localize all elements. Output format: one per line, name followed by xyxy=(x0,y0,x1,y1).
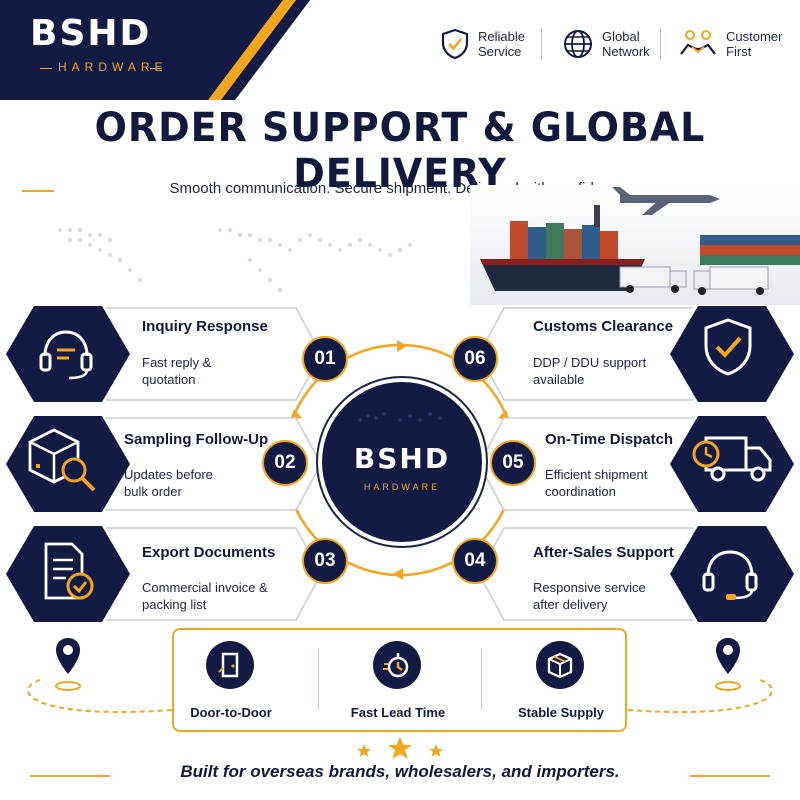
brand-logo: BSHD xyxy=(30,13,152,54)
document-check-icon xyxy=(44,542,94,600)
card-inquiry-response xyxy=(6,306,322,402)
subtitle-rule-left xyxy=(22,190,54,192)
box-search-icon xyxy=(28,428,96,492)
center-brand-name: BSHD xyxy=(353,442,451,475)
step-number: 05 xyxy=(490,440,536,486)
shipping-scene-image xyxy=(470,185,800,305)
badge-divider xyxy=(541,28,542,60)
step-number: 06 xyxy=(452,336,498,382)
badge-divider xyxy=(660,28,661,60)
card-title: Inquiry Response xyxy=(142,318,268,335)
step-number: 03 xyxy=(302,538,348,584)
card-description: Efficient shipment coordination xyxy=(545,467,648,499)
door-icon xyxy=(206,641,254,689)
headset-icon xyxy=(702,550,758,600)
badge-label: Global Network xyxy=(602,29,650,59)
box-icon xyxy=(536,641,584,689)
shield-check-icon xyxy=(704,318,752,376)
card-title: Export Documents xyxy=(142,544,276,561)
logo-rule-right xyxy=(150,68,162,69)
airplane-icon xyxy=(612,187,720,215)
footer-tagline: Built for overseas brands, wholesalers, … xyxy=(180,762,620,781)
stopwatch-icon xyxy=(373,641,421,689)
card-title: After-Sales Support xyxy=(533,544,674,561)
footer-rule-right xyxy=(690,775,770,777)
badge-label: Customer First xyxy=(726,29,783,59)
card-description: Commercial invoice & packing list xyxy=(142,580,268,612)
card-description: Fast reply & quotation xyxy=(142,355,212,387)
card-title: On-Time Dispatch xyxy=(545,431,674,448)
card-customs-clearance xyxy=(478,306,794,402)
badge-global-network: Global Network xyxy=(562,22,650,66)
center-brand-tagline: HARDWARE xyxy=(363,482,441,492)
header-logo-banner xyxy=(0,0,310,100)
headset-chat-icon xyxy=(39,330,93,380)
location-pin-icon xyxy=(56,638,80,674)
rating-stars xyxy=(357,737,443,759)
badge-label: Reliable Service xyxy=(478,29,525,59)
page-title: ORDER SUPPORT & GLOBAL DELIVERY xyxy=(94,105,706,197)
feature-label: Door-to-Door xyxy=(190,705,272,720)
features-divider xyxy=(318,648,319,710)
location-pin-icon xyxy=(716,638,740,674)
footer-rule-left xyxy=(30,775,110,777)
globe-icon xyxy=(564,30,592,58)
feature-label: Fast Lead Time xyxy=(350,705,446,720)
delivery-truck-icon xyxy=(692,436,772,482)
feature-label: Stable Supply xyxy=(518,705,604,720)
world-map-background xyxy=(58,228,412,292)
step-number: 02 xyxy=(262,440,308,486)
logo-rule-left xyxy=(40,68,52,69)
features-divider xyxy=(481,648,482,710)
step-number: 04 xyxy=(452,538,498,584)
step-number: 01 xyxy=(302,336,348,382)
card-title: Customs Clearance xyxy=(533,318,674,335)
brand-tagline: HARDWARE xyxy=(58,60,168,74)
truck-icon xyxy=(619,266,769,295)
card-title: Sampling Follow-Up xyxy=(124,431,269,448)
cargo-ship-icon xyxy=(480,205,645,291)
card-description: Responsive service after delivery xyxy=(533,580,646,612)
badge-customer-first: Customer First xyxy=(678,22,782,66)
delivery-route-line xyxy=(27,679,773,714)
card-description: DDP / DDU support available xyxy=(533,355,647,387)
shield-check-icon xyxy=(441,28,469,60)
center-map-texture xyxy=(358,412,442,422)
card-export-documents xyxy=(6,526,322,622)
center-logo-circle xyxy=(322,382,482,542)
card-after-sales-support xyxy=(478,526,794,622)
handshake-icon xyxy=(680,30,716,55)
card-on-time-dispatch xyxy=(478,416,794,512)
card-description: Updates before bulk order xyxy=(124,467,213,499)
badge-reliable-service: Reliable Service xyxy=(440,22,525,66)
